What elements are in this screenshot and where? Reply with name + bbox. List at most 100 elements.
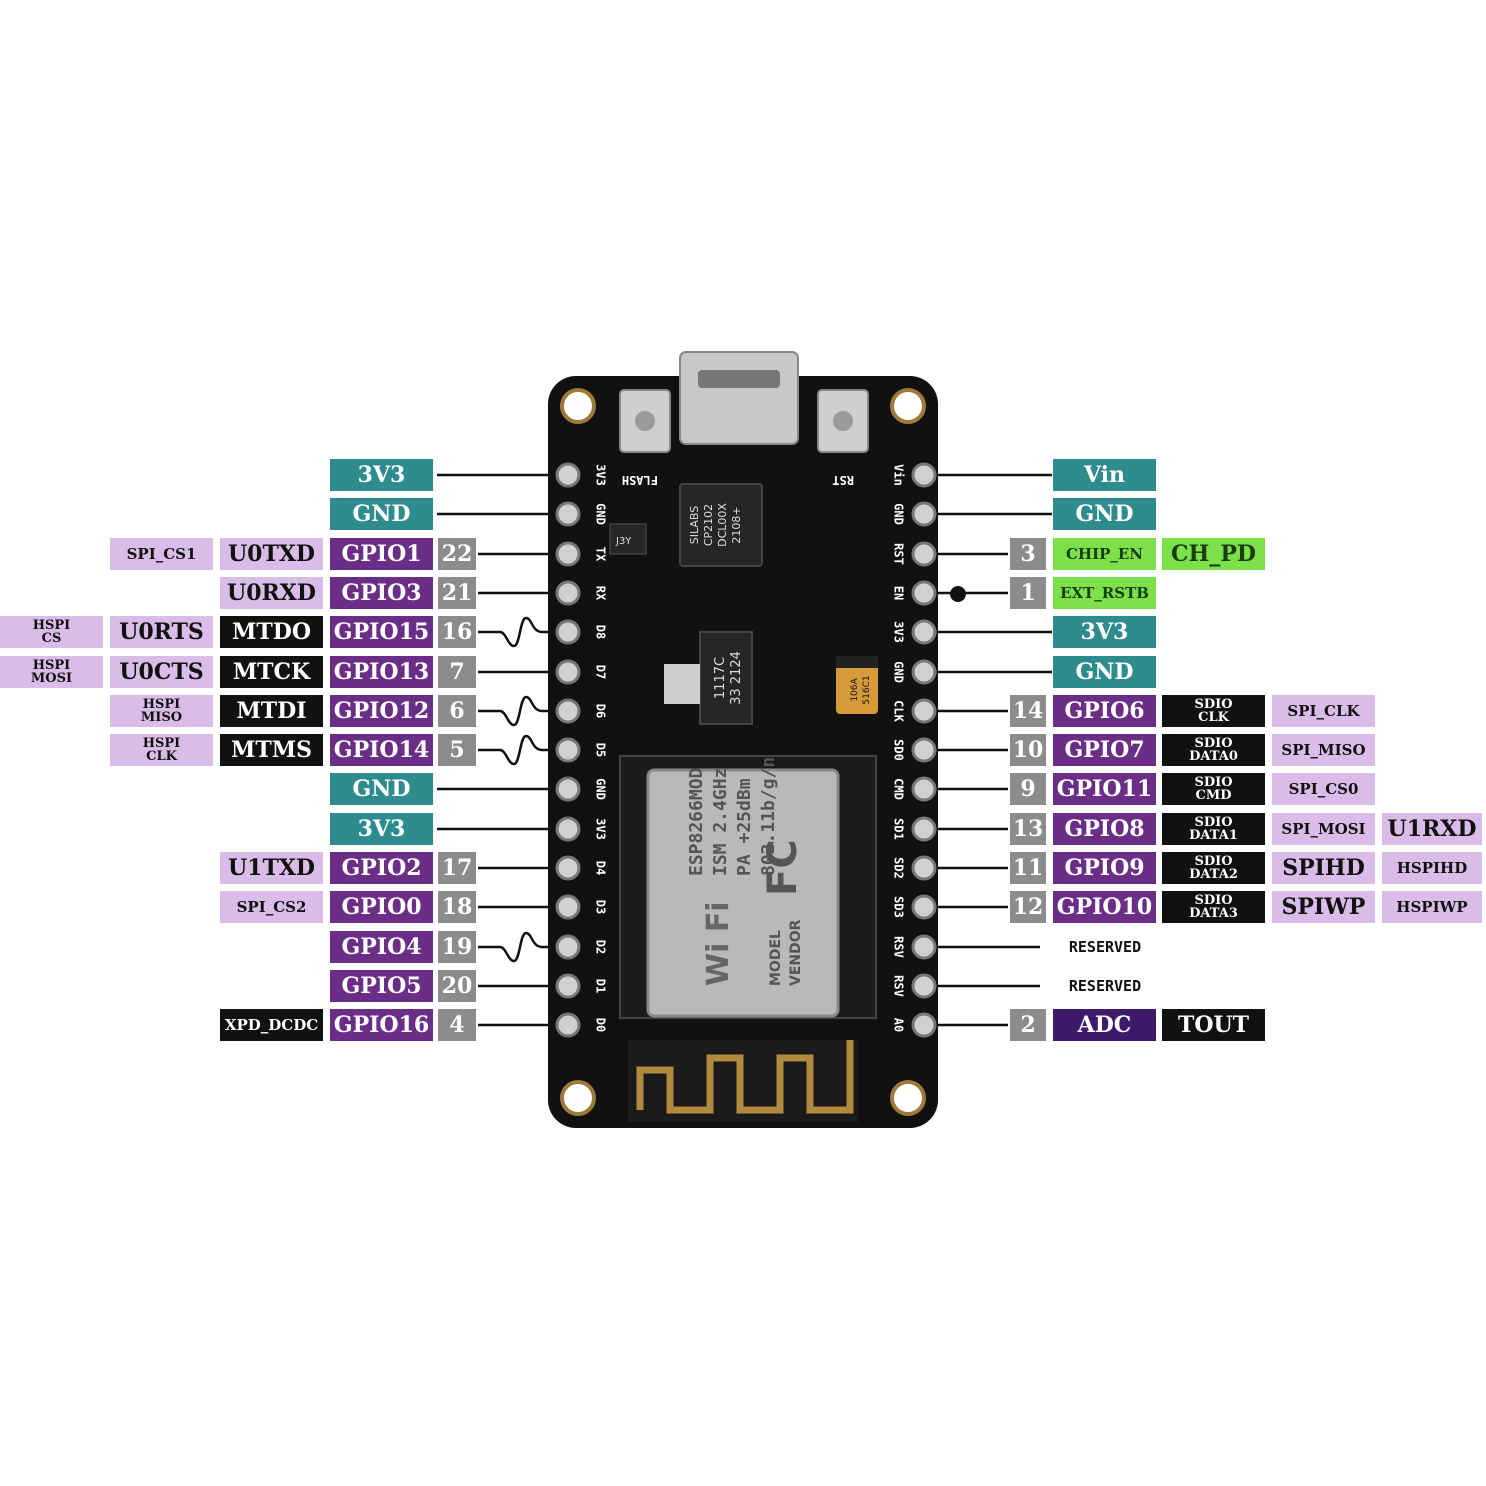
silk-label-left: RX — [594, 586, 608, 601]
label-line: CMD — [1195, 788, 1232, 803]
silk-label-left: D2 — [594, 940, 608, 954]
pin-function-label: GPIO6 — [1053, 695, 1156, 727]
power-label-right: 3V3 — [1053, 616, 1156, 648]
header-pin — [911, 934, 937, 960]
header-pin — [911, 698, 937, 724]
header-pin — [555, 776, 581, 802]
pin-function-label: SPIHD — [1272, 852, 1375, 884]
pin-function-label: 18 — [438, 891, 476, 923]
pin-function-label: MTDI — [220, 695, 323, 727]
power-label-right: GND — [1053, 656, 1156, 688]
pin-function-label: 17 — [438, 852, 476, 884]
header-pin — [911, 580, 937, 606]
silk-label-left: D8 — [594, 625, 608, 639]
pin-function-label: 7 — [438, 656, 476, 688]
pin-function-label: CHIP_EN — [1053, 538, 1156, 570]
header-pin — [555, 462, 581, 488]
usb-connector — [679, 351, 799, 445]
pin-function-label: U0CTS — [110, 656, 213, 688]
flash-label: FLASH — [622, 473, 658, 487]
label-line: DATA2 — [1189, 867, 1238, 882]
pin-function-label: 19 — [438, 931, 476, 963]
silk-label-left: D4 — [594, 861, 608, 875]
pin-function-label: 16 — [438, 616, 476, 648]
pin-function-label: 6 — [438, 695, 476, 727]
pin-function-label: 12 — [1010, 891, 1046, 923]
module-marking: PA +25dBm — [734, 778, 755, 876]
label-line: SDIO — [1194, 893, 1233, 908]
header-pin — [911, 776, 937, 802]
pin-function-label: U1RXD — [1382, 813, 1482, 845]
chip-marking: CP2102 — [702, 504, 715, 546]
silk-label-left: D1 — [594, 979, 608, 993]
mounting-hole — [560, 388, 596, 424]
silk-label-right: RSV — [892, 975, 906, 997]
chip-marking: 2108+ — [730, 506, 743, 543]
silk-label-right: RST — [892, 543, 906, 565]
label-line: MOSI — [30, 671, 73, 686]
pin-function-label: MTDO — [220, 616, 323, 648]
pin-function-label: GPIO2 — [330, 852, 433, 884]
silk-label-left: 3V3 — [594, 818, 608, 840]
silk-label-left: D7 — [594, 665, 608, 679]
silk-label-right: Vin — [892, 464, 906, 486]
capacitor-stripe — [836, 656, 878, 668]
silk-label-left: GND — [594, 503, 608, 525]
regulator-tab — [664, 664, 700, 704]
header-pin — [911, 737, 937, 763]
header-pin — [911, 973, 937, 999]
pin-function-label: GPIO13 — [330, 656, 433, 688]
pin-function-label: 5 — [438, 734, 476, 766]
voltage-regulator — [699, 631, 753, 725]
silk-label-right: SD2 — [892, 857, 906, 879]
header-pin — [911, 1012, 937, 1038]
pin-function-label: 4 — [438, 1009, 476, 1041]
pin-function-label: GPIO1 — [330, 538, 433, 570]
reserved-label: RESERVED — [1068, 977, 1142, 995]
header-pin — [911, 855, 937, 881]
silk-label-right: A0 — [892, 1018, 906, 1032]
pin-function-label: SPI_MISO — [1272, 734, 1375, 766]
usb-uart-chip — [679, 483, 763, 567]
power-label-right: GND — [1053, 498, 1156, 530]
silk-label-right: CLK — [892, 700, 906, 722]
pwm-wave-icon — [484, 695, 543, 727]
pin-function-label: GPIO12 — [330, 695, 433, 727]
label-line: SDIO — [1194, 697, 1233, 712]
pin-function-label: 9 — [1010, 773, 1046, 805]
header-pin — [555, 698, 581, 724]
module-marking: VENDOR — [788, 919, 804, 986]
chip-marking: 33 2124 — [729, 651, 744, 705]
module-marking: ESP8266MOD — [686, 767, 707, 876]
fcc-logo-icon: FC — [760, 839, 806, 896]
silk-label-right: SD3 — [892, 896, 906, 918]
small-chip-label: J3Y — [615, 536, 632, 547]
pin-function-label: HSPIWP — [1382, 891, 1482, 923]
pin-function-label: 1 — [1010, 577, 1046, 609]
header-pin — [555, 816, 581, 842]
pin-function-label: 10 — [1010, 734, 1046, 766]
pin-function-label: 14 — [1010, 695, 1046, 727]
reserved-label: RESERVED — [1068, 938, 1142, 956]
header-pin — [555, 501, 581, 527]
silk-label-left: TX — [594, 547, 608, 562]
label-line: SDIO — [1194, 775, 1233, 790]
pin-function-label: SPI_CS0 — [1272, 773, 1375, 805]
mounting-hole — [890, 388, 926, 424]
pin-function-label: GPIO15 — [330, 616, 433, 648]
silk-label-left: D3 — [594, 900, 608, 914]
power-label-left: 3V3 — [330, 459, 433, 491]
silk-label-right: RSV — [892, 936, 906, 958]
pwm-wave-icon — [484, 616, 543, 648]
usb-port-icon — [698, 370, 780, 388]
module-marking: ISM 2.4GHz — [710, 768, 731, 876]
antenna-trace-icon — [636, 1040, 854, 1114]
